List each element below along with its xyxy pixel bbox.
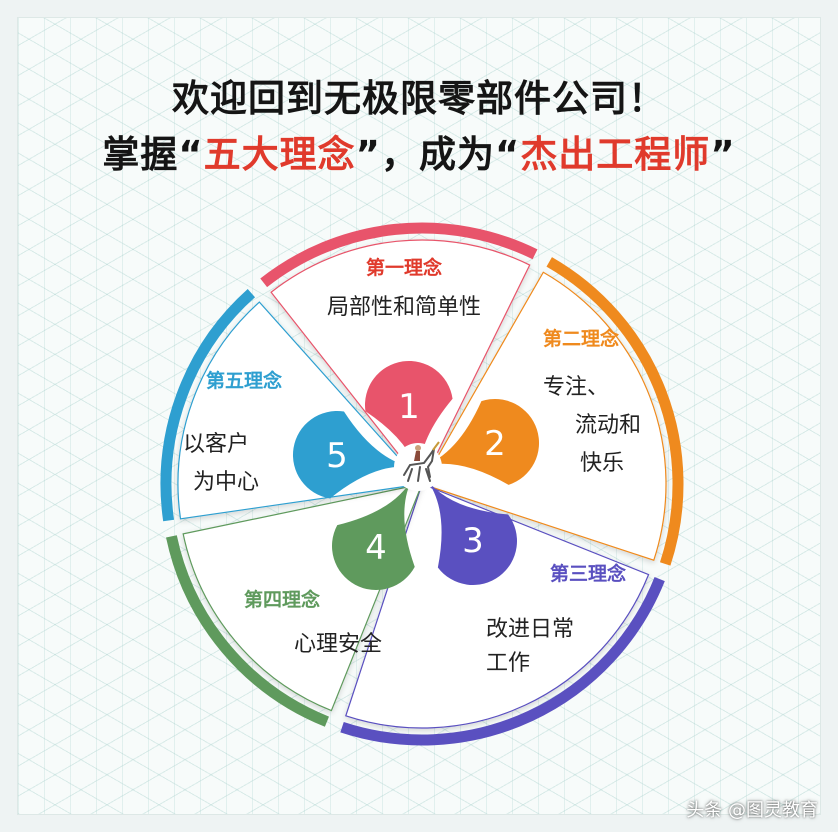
principle2-number: 2 [484, 424, 506, 464]
title-highlight-engineer: 杰出工程师 [520, 133, 711, 176]
page-title-line2: 掌握“五大理念”，成为“杰出工程师” [102, 133, 736, 176]
principle4-number: 4 [365, 528, 387, 568]
wheel-inner-petals [292, 360, 540, 590]
arc-2 [546, 257, 684, 566]
sector-3 [345, 483, 650, 729]
petal-5 [292, 410, 415, 499]
principle5-text-line2: 为中心 [193, 470, 259, 495]
arc-5 [160, 289, 256, 522]
wheel-labels: 第一理念 局部性和简单性 第二理念 专注、 流动和 快乐 第三理念 改进日常 工… [183, 256, 641, 676]
principle3-heading: 第三理念 [550, 562, 626, 585]
principle1-number: 1 [398, 387, 420, 427]
principle2-text-line3: 快乐 [580, 451, 624, 476]
principle3-number: 3 [462, 521, 484, 561]
principle3-text-line2: 工作 [486, 651, 530, 676]
principle4-text-line1: 心理安全 [294, 632, 382, 657]
petal-4 [332, 477, 415, 590]
principle2-heading: 第二理念 [543, 327, 619, 350]
unicorn-rider-icon [394, 441, 442, 491]
principle2-text-line1: 专注、 [543, 375, 609, 400]
principle5-text-line1: 以客户 [183, 432, 249, 457]
principle5-number: 5 [326, 436, 348, 476]
petal-1 [364, 360, 453, 483]
page-title-line1: 欢迎回到无极限零部件公司！ [172, 77, 666, 120]
principle4-heading: 第四理念 [244, 588, 320, 611]
petal-3 [426, 478, 517, 586]
arc-1 [260, 222, 538, 288]
petal-2 [420, 398, 540, 485]
principle1-text-line1: 局部性和简单性 [327, 295, 481, 320]
arc-4 [166, 535, 329, 727]
sector-2 [421, 271, 667, 561]
principle5-heading: 第五理念 [206, 369, 282, 392]
watermark: 头条 @图灵教育 [686, 800, 818, 821]
wheel-outer-arcs [160, 222, 684, 746]
principle1-heading: 第一理念 [366, 256, 442, 279]
principle3-text-line1: 改进日常 [486, 617, 574, 642]
arc-3 [340, 577, 665, 746]
principle2-text-line2: 流动和 [575, 413, 641, 438]
title-highlight-principles: 五大理念 [203, 133, 356, 176]
